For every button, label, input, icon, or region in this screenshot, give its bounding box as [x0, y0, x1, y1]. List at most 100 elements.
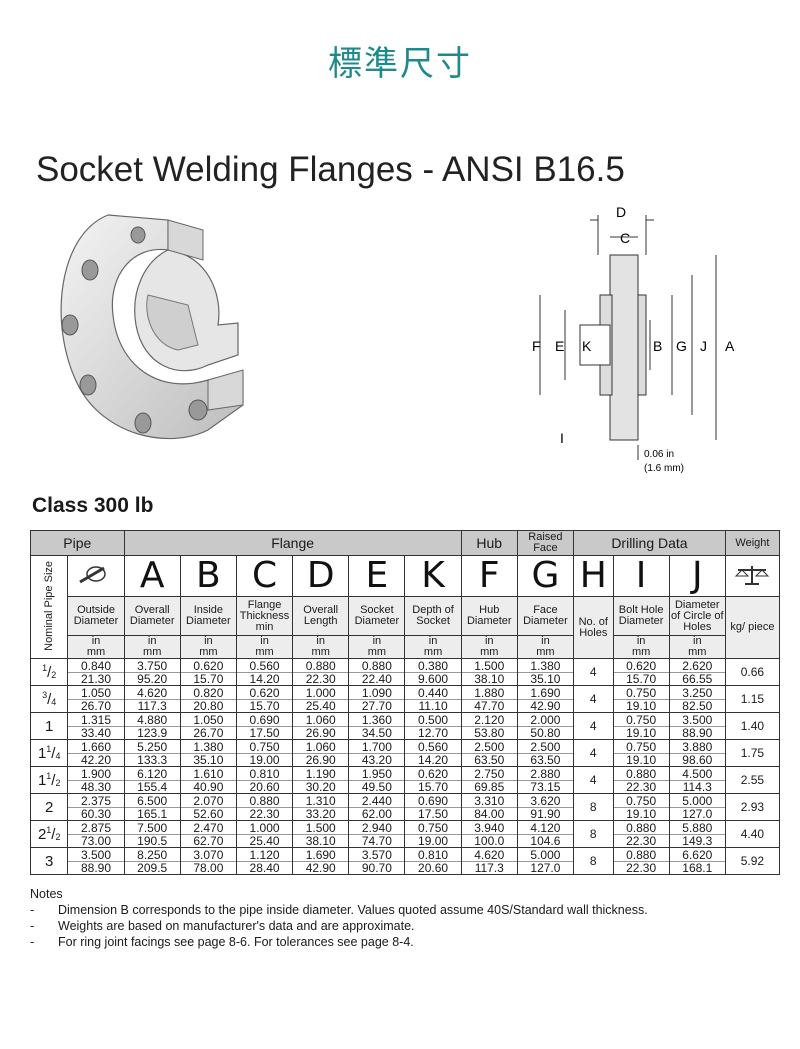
- group-drilling: Drilling Data: [573, 530, 726, 556]
- notes-title: Notes: [30, 887, 63, 901]
- flange-illustration: [60, 214, 244, 440]
- group-hub: Hub: [460, 530, 518, 556]
- pipe-size: 3: [29, 847, 69, 875]
- letter-k: K: [404, 555, 462, 597]
- group-raised-face: Raised Face: [516, 530, 575, 556]
- group-weight: Weight: [724, 530, 781, 556]
- desc-g: Face Diameter: [516, 596, 575, 636]
- pipe-size: 2: [29, 793, 69, 821]
- desc-d: Overall Length: [292, 596, 350, 636]
- desc-b: Inside Diameter: [179, 596, 237, 636]
- weight-value: 5.92: [724, 847, 781, 875]
- dim-label-f: F: [532, 338, 541, 354]
- notes: Notes -Dimension B corresponds to the pi…: [30, 886, 770, 950]
- note-item: -For ring joint facings see page 8-6. Fo…: [30, 935, 414, 949]
- weight-value: 2.55: [724, 766, 781, 794]
- desc-e: Socket Diameter: [348, 596, 406, 636]
- pipe-size: 1/2: [29, 658, 69, 686]
- holes-count: 4: [573, 712, 614, 740]
- letter-d: D: [292, 555, 350, 597]
- raised-face-note-in: 0.06 in: [644, 449, 674, 460]
- letter-j: J: [668, 555, 726, 597]
- holes-count: 4: [573, 766, 614, 794]
- dim-label-b: B: [653, 338, 662, 354]
- dim-label-i: I: [560, 430, 564, 446]
- dim-label-c: C: [620, 230, 630, 246]
- desc-a: Overall Diameter: [123, 596, 181, 636]
- desc-h: No. of Holes: [573, 596, 614, 659]
- holes-count: 8: [573, 847, 614, 875]
- weight-value: 2.93: [724, 793, 781, 821]
- holes-count: 4: [573, 658, 614, 686]
- pipe-size: 21/2: [29, 820, 69, 848]
- desc-j: Diameter of Circle of Holes: [668, 596, 726, 636]
- letter-c: C: [235, 555, 294, 597]
- dim-label-d: D: [616, 204, 626, 220]
- weight-value: 1.15: [724, 685, 781, 713]
- desc-i: Bolt Hole Diameter: [612, 596, 670, 636]
- desc-k: Depth of Socket: [404, 596, 462, 636]
- letter-h: H: [573, 555, 614, 597]
- flange-dimension-table: Pipe Flange Hub Raised Face Drilling Dat…: [29, 530, 781, 875]
- desc-f: Hub Diameter: [460, 596, 518, 636]
- letter-i: I: [612, 555, 670, 597]
- page-heading: 標準尺寸: [328, 44, 472, 84]
- desc-weight: kg/ piece: [724, 596, 781, 659]
